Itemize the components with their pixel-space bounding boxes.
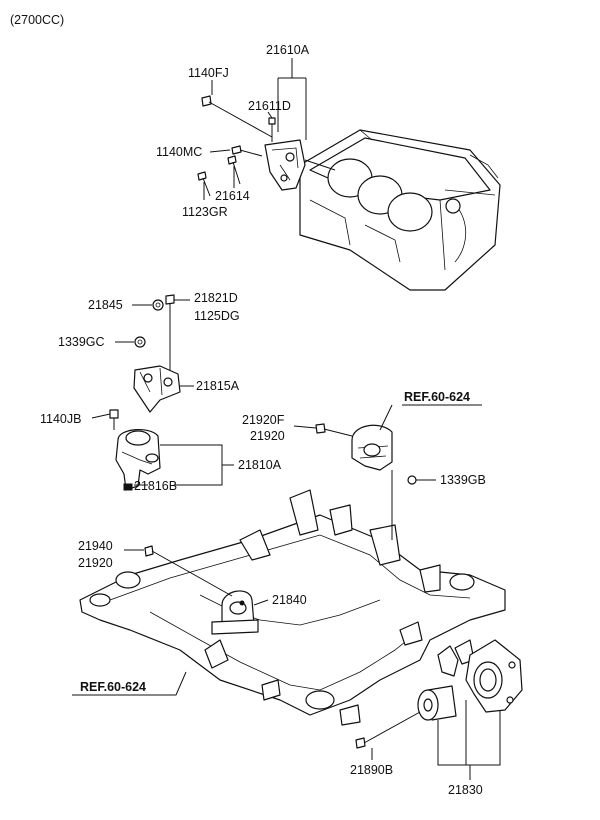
label-1339GC: 1339GC: [58, 335, 105, 349]
washer-1339GC: [134, 336, 146, 348]
bolt-1140FJ: [201, 95, 273, 138]
bolt-21920F: [315, 423, 353, 437]
label-1123GR: 1123GR: [182, 205, 228, 219]
label-21810A: 21810A: [238, 458, 282, 472]
label-1140JB: 1140JB: [40, 412, 81, 426]
bolt-21614: [227, 155, 241, 185]
part-labels: 21610A 1140FJ 21611D 1140MC 21614 1123GR…: [40, 43, 486, 797]
bolt-21611D: [268, 117, 276, 142]
rear-mount-21830: [437, 639, 523, 713]
label-21840: 21840: [272, 593, 307, 607]
ref-label-lower: REF.60-624: [80, 680, 146, 694]
label-1339GB: 1339GB: [440, 473, 486, 487]
ref-label-upper: REF.60-624: [404, 390, 470, 404]
engine-block: [299, 129, 501, 291]
mount-bracket-21810A: [115, 429, 161, 491]
nut-1339GB: [407, 475, 417, 485]
label-21614: 21614: [215, 189, 250, 203]
label-21821D: 21821D: [194, 291, 238, 305]
label-21920F: 21920F: [242, 413, 285, 427]
engine-mount-bracket-21610A: [264, 139, 336, 191]
label-21920-lower: 21920: [78, 556, 113, 570]
bolt-21821D: [165, 294, 175, 372]
bolt-21940: [144, 545, 233, 597]
label-21816B: 21816B: [134, 479, 177, 493]
roll-mount-21840: [211, 590, 259, 635]
label-1125DG: 1125DG: [194, 309, 240, 323]
nut-21845: [152, 299, 164, 311]
label-21890B: 21890B: [350, 763, 393, 777]
label-21611D: 21611D: [248, 99, 291, 113]
bolt-1140MC: [231, 145, 263, 157]
label-21940: 21940: [78, 539, 113, 553]
label-21920-upper: 21920: [250, 429, 285, 443]
label-1140FJ: 1140FJ: [188, 66, 229, 80]
bolt-1123GR: [197, 171, 211, 197]
label-21815A: 21815A: [196, 379, 240, 393]
leader-lines: [72, 58, 501, 780]
engine-displacement-label: (2700CC): [10, 13, 64, 27]
bolt-1140JB: [109, 409, 119, 430]
label-21610A: 21610A: [266, 43, 310, 57]
bushing-21890B: [355, 685, 457, 749]
label-1140MC: 1140MC: [156, 145, 202, 159]
label-21830: 21830: [448, 783, 483, 797]
bracket-21815A: [133, 365, 181, 413]
mount-insulator-1339GB-area: [351, 424, 393, 471]
label-21845: 21845: [88, 298, 123, 312]
